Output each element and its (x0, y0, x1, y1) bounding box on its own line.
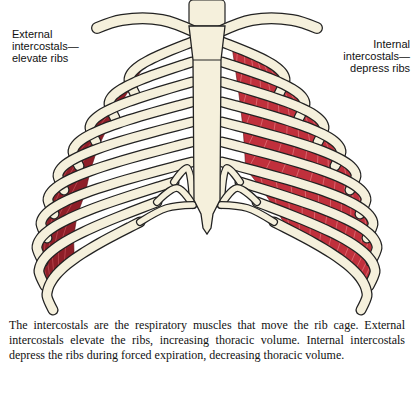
rib-outline (47, 222, 140, 310)
clavicle-outline (97, 18, 195, 32)
sternum (189, 26, 225, 234)
vertebra (189, 0, 225, 26)
costal-cartilage (140, 205, 193, 222)
rib (274, 222, 367, 310)
clavicle-outline (219, 18, 317, 32)
cartilage-outline (221, 205, 274, 222)
figure-caption: The intercostals are the respiratory mus… (9, 318, 405, 363)
rib (47, 222, 140, 310)
clavicle (97, 18, 195, 32)
clavicle (219, 18, 317, 32)
rib-outline (274, 222, 367, 310)
muscle-label: External intercostals— elevate ribs (12, 28, 92, 64)
costal-cartilage (221, 205, 274, 222)
sternal-angle (193, 60, 221, 61)
muscle-label: Internal intercostals— depress ribs (330, 38, 410, 74)
cartilage-outline (140, 205, 193, 222)
